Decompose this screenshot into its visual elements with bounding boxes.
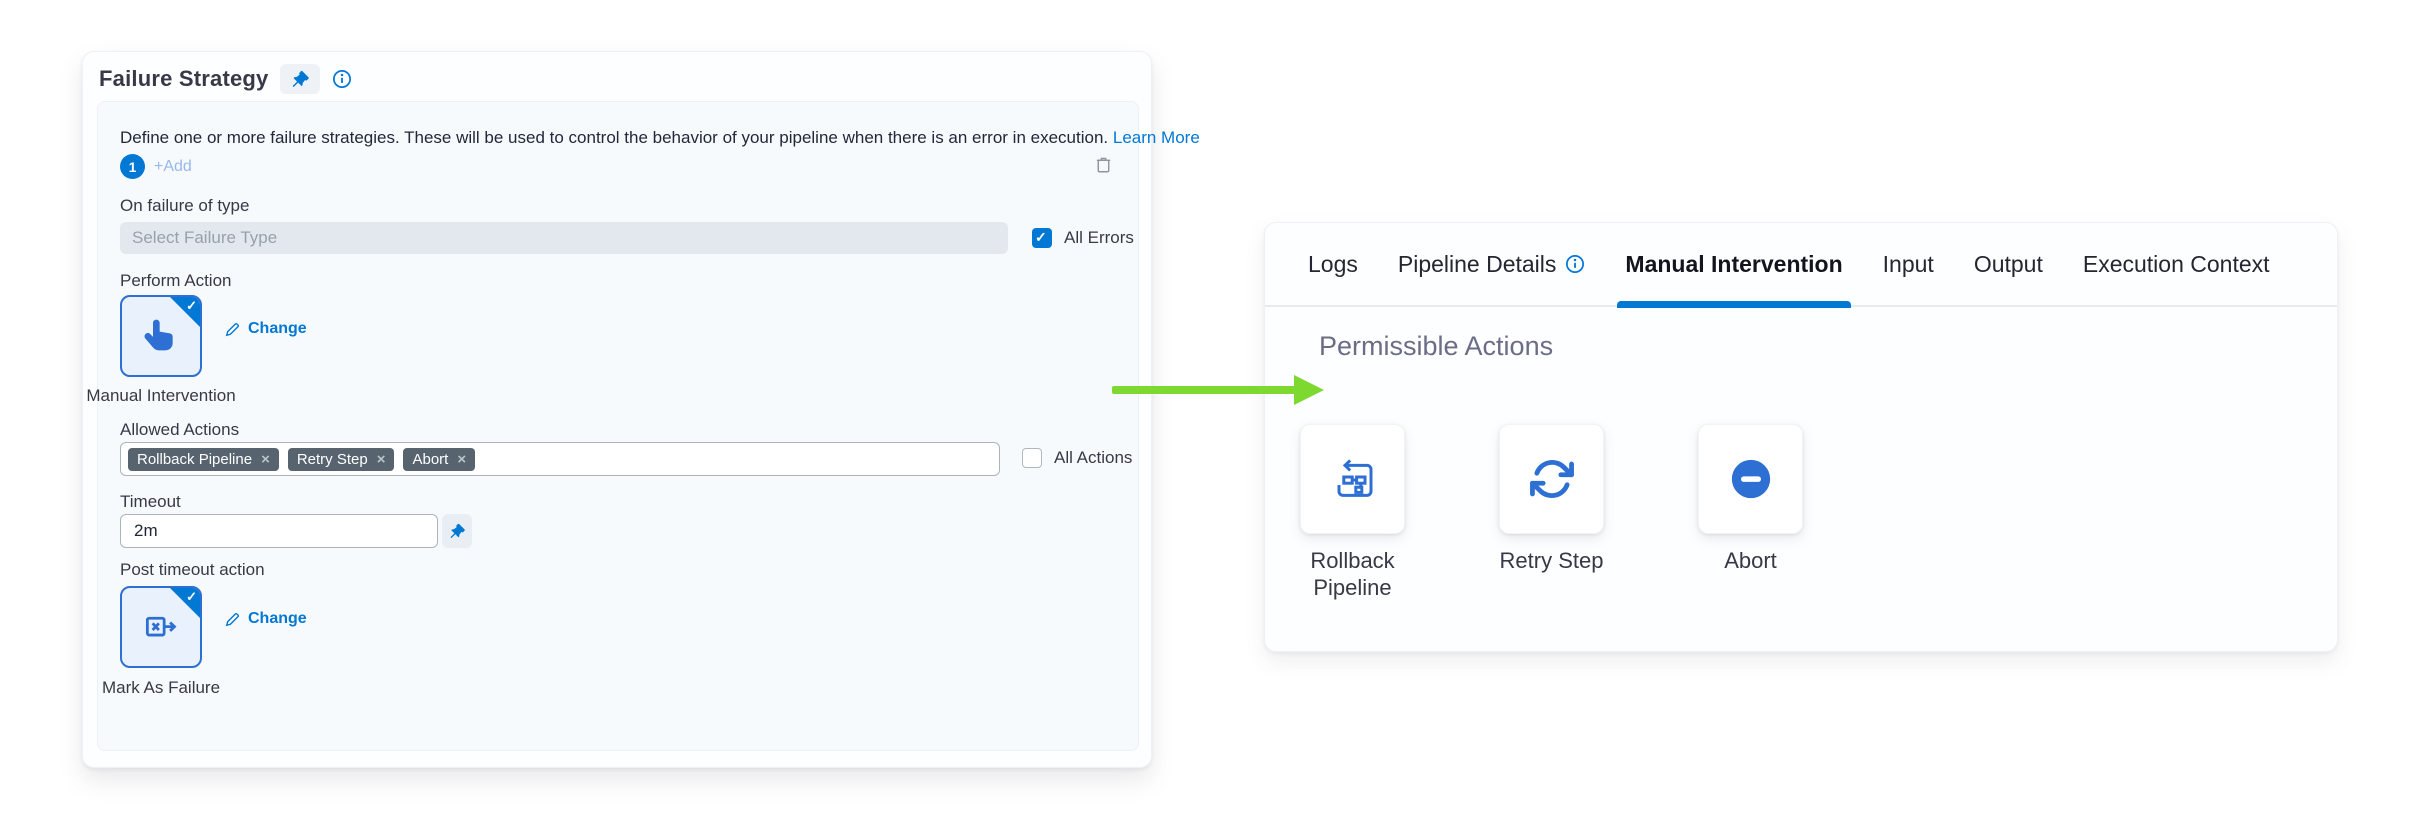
all-errors-label: All Errors — [1064, 228, 1134, 247]
rollback-pipeline-button[interactable] — [1300, 424, 1405, 534]
all-errors-checkbox[interactable] — [1032, 228, 1052, 248]
mark-as-failure-icon — [140, 606, 182, 648]
tab-pipeline-details[interactable]: Pipeline Details — [1398, 222, 1586, 306]
failure-strategy-header: Failure Strategy — [99, 64, 352, 94]
tag-rollback-pipeline[interactable]: Rollback Pipeline — [128, 447, 279, 471]
panel-title: Failure Strategy — [99, 66, 269, 91]
tag-retry-step[interactable]: Retry Step — [287, 447, 395, 471]
failure-strategy-panel: Failure Strategy Define one or more fail… — [82, 51, 1200, 768]
failure-type-placeholder: Select Failure Type — [132, 228, 278, 247]
timeout-label: Timeout — [120, 492, 181, 511]
post-timeout-label: Post timeout action — [120, 560, 265, 579]
timeout-pin-button[interactable] — [442, 514, 472, 548]
action-retry-step: Retry Step — [1499, 424, 1604, 601]
arrow-line — [1112, 386, 1296, 394]
tab-bar: Logs Pipeline Details Manual Interventio… — [1265, 222, 2337, 308]
all-actions-checkbox-row: All Actions — [1022, 448, 1132, 468]
tab-execution-context[interactable]: Execution Context — [2082, 250, 2270, 277]
add-strategy-button[interactable]: +Add — [154, 158, 192, 175]
allowed-actions-label: Allowed Actions — [120, 420, 240, 439]
action-label: Abort — [1724, 548, 1777, 573]
arrow-head — [1294, 375, 1324, 405]
failure-type-select[interactable]: Select Failure Type — [120, 222, 1008, 254]
allowed-actions-input[interactable]: Rollback Pipeline Retry Step Abort — [120, 442, 1000, 476]
post-timeout-action-card[interactable]: ✓ — [120, 586, 202, 668]
post-timeout-action-name: Mark As Failure — [101, 678, 221, 697]
trash-icon — [1094, 154, 1113, 175]
change-post-timeout-button[interactable]: Change — [224, 610, 307, 628]
abort-button[interactable] — [1698, 424, 1803, 534]
all-actions-checkbox[interactable] — [1022, 448, 1042, 468]
pin-icon — [291, 70, 310, 88]
all-errors-checkbox-row: All Errors — [1032, 228, 1134, 248]
hand-pointer-icon — [141, 316, 181, 356]
check-icon: ✓ — [186, 298, 197, 313]
on-failure-label: On failure of type — [120, 196, 250, 215]
remove-tag-icon[interactable] — [261, 451, 270, 468]
all-actions-label: All Actions — [1054, 448, 1133, 467]
timeout-input[interactable]: 2m — [120, 514, 438, 548]
change-perform-action-button[interactable]: Change — [224, 320, 307, 338]
perform-action-name: Manual Intervention — [86, 386, 236, 405]
tab-output[interactable]: Output — [1973, 250, 2043, 277]
description-text: Define one or more failure strategies. T… — [120, 128, 1200, 147]
selected-corner — [170, 297, 200, 327]
tab-logs[interactable]: Logs — [1308, 250, 1358, 277]
pencil-icon — [224, 321, 241, 338]
permissible-actions-title: Permissible Actions — [1319, 331, 1554, 361]
permissible-actions-list: Rollback Pipeline Retry Step Abort — [1300, 424, 1803, 601]
action-label: Retry Step — [1499, 548, 1604, 573]
perform-action-card[interactable]: ✓ — [120, 295, 202, 377]
pin-button[interactable] — [280, 64, 321, 94]
info-icon — [1565, 254, 1585, 274]
failure-strategy-form: Define one or more failure strategies. T… — [86, 101, 1200, 751]
selected-corner — [170, 588, 200, 618]
abort-icon — [1728, 456, 1774, 502]
rollback-pipeline-icon — [1329, 455, 1377, 503]
retry-step-icon — [1529, 456, 1575, 502]
execution-details-panel: Logs Pipeline Details Manual Interventio… — [1264, 222, 2338, 652]
delete-strategy-button[interactable] — [1094, 154, 1113, 175]
action-label: Rollback Pipeline — [1310, 548, 1395, 600]
action-abort: Abort — [1698, 424, 1803, 601]
check-icon: ✓ — [186, 589, 197, 604]
info-icon[interactable] — [332, 69, 352, 89]
pin-icon — [449, 523, 465, 539]
perform-action-label: Perform Action — [120, 271, 232, 290]
strategy-index-badge[interactable]: 1 — [120, 154, 145, 179]
tab-input[interactable]: Input — [1882, 250, 1934, 277]
remove-tag-icon[interactable] — [377, 451, 386, 468]
active-tab-underline — [1617, 301, 1851, 308]
tag-abort[interactable]: Abort — [403, 447, 476, 471]
action-rollback-pipeline: Rollback Pipeline — [1300, 424, 1405, 601]
retry-step-button[interactable] — [1499, 424, 1604, 534]
pencil-icon — [224, 611, 241, 628]
tab-manual-intervention[interactable]: Manual Intervention — [1617, 222, 1851, 308]
learn-more-link[interactable]: Learn More — [1112, 128, 1200, 147]
remove-tag-icon[interactable] — [457, 451, 466, 468]
